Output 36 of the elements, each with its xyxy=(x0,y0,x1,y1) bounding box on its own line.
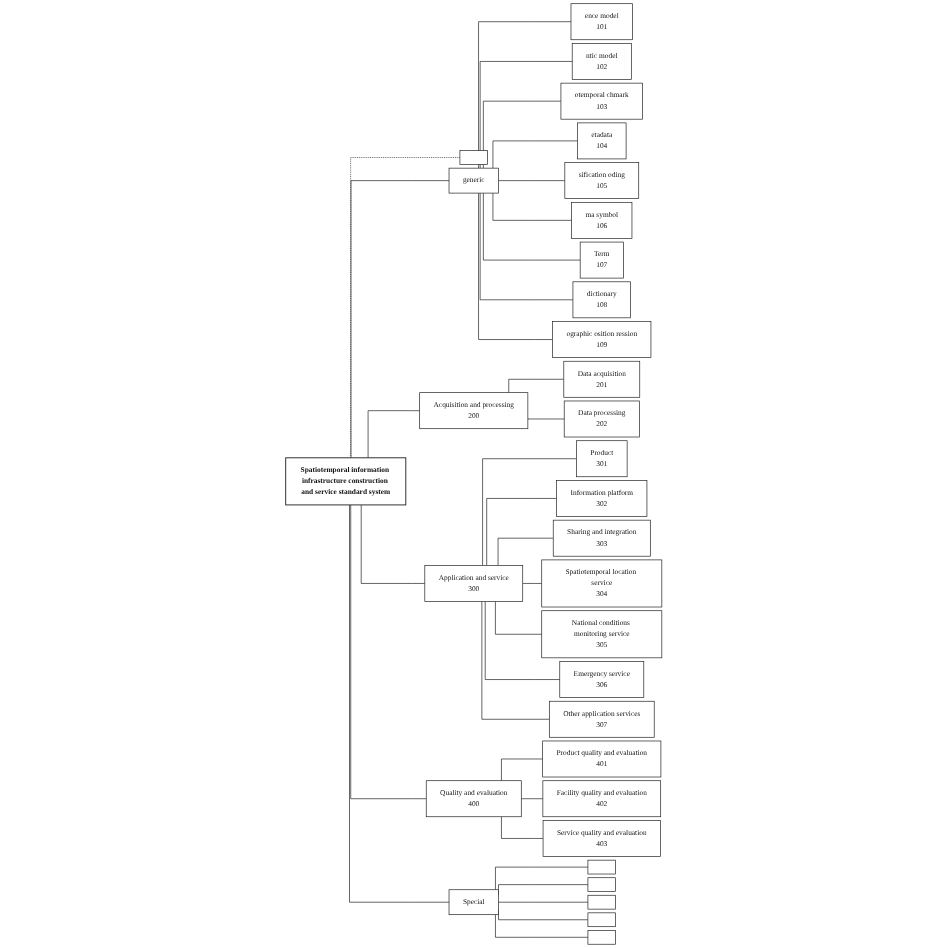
connector xyxy=(367,410,421,459)
connector xyxy=(508,378,565,394)
connector xyxy=(501,758,544,782)
connector xyxy=(486,498,558,566)
node-box xyxy=(587,894,617,910)
connector xyxy=(483,100,562,169)
connector xyxy=(350,157,461,459)
connector xyxy=(480,61,573,169)
connector xyxy=(478,21,572,169)
connector xyxy=(501,816,544,839)
connector xyxy=(349,504,450,903)
connector xyxy=(497,537,554,566)
connector xyxy=(485,601,561,680)
connector xyxy=(522,583,543,584)
node-box xyxy=(459,150,489,165)
connector xyxy=(478,192,554,340)
connector xyxy=(498,180,566,181)
connector xyxy=(495,866,589,891)
connector xyxy=(495,601,543,635)
connector xyxy=(498,901,589,903)
connector xyxy=(350,504,427,800)
node-box xyxy=(587,877,617,892)
connector xyxy=(492,192,573,221)
connector xyxy=(482,458,577,566)
node-box xyxy=(587,859,617,875)
connector xyxy=(483,192,581,261)
node-box xyxy=(587,912,617,928)
connector xyxy=(480,192,574,301)
connector xyxy=(361,504,426,584)
connector xyxy=(492,140,578,169)
connector xyxy=(350,180,450,459)
node-box xyxy=(587,930,617,945)
connector xyxy=(495,914,589,938)
connector xyxy=(521,798,544,800)
connector xyxy=(481,601,550,720)
connector xyxy=(527,417,565,420)
